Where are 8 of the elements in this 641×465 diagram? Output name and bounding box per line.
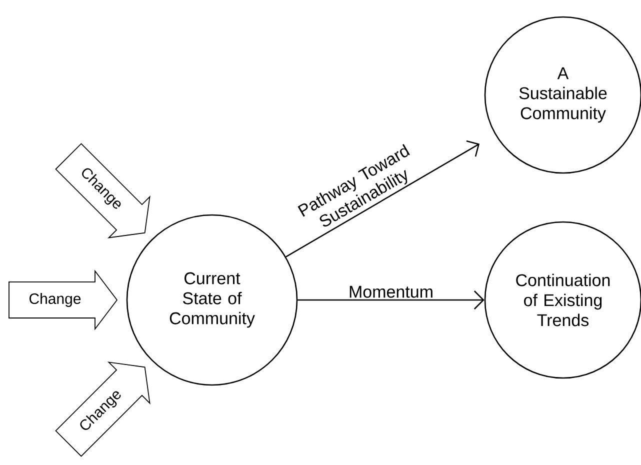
circle-node: Current State of Community xyxy=(126,214,298,386)
arrow xyxy=(286,140,480,258)
block-arrow xyxy=(55,143,150,238)
edge-label: Momentum xyxy=(350,286,432,298)
block-arrow xyxy=(8,270,118,330)
edge-label: Change xyxy=(30,293,81,307)
arrow xyxy=(298,290,484,310)
block-arrow xyxy=(55,362,150,457)
